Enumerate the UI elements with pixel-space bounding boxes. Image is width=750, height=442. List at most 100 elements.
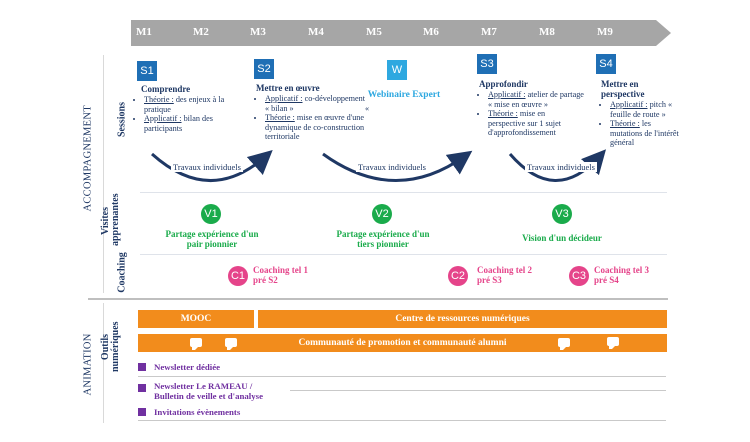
session-item: Applicatif : co-développement « bilan » [265,94,371,113]
visite-badge-v2: V2 [372,204,392,224]
travaux-label: Travaux individuels [356,162,428,172]
session-badge-s2: S2 [254,59,274,79]
row-label-outils: Outils numériques [100,321,121,372]
month-label: M9 [597,26,613,38]
coaching-text-line: pré S4 [594,275,619,285]
chat-bubble-icon [190,338,202,350]
coaching-text: Coaching tel 3 pré S4 [594,265,649,285]
visite-text: Partage expérience d'un tiers pionnier [336,229,430,249]
section-label-accompagnement: ACCOMPAGNEMENT [82,105,94,212]
session-item-text: les mutations de l'intérêt général [610,119,679,148]
month-label: M6 [423,26,439,38]
newsletter-text-line: Bulletin de veille et d'analyse [154,391,263,401]
newsletter-line [290,390,666,391]
newsletter-bullet-icon [138,408,146,416]
travaux-arc-1 [150,150,273,182]
timeline-arrow-shape [131,20,671,46]
coaching-badge-c2: C2 [448,266,468,286]
session-badge-s4: S4 [596,54,616,74]
travaux-label: Travaux individuels [525,162,597,172]
session-item: Théorie : des enjeux à la pratique [144,95,235,114]
section-label-animation: ANIMATION [82,333,94,396]
coaching-text: Coaching tel 2 pré S3 [477,265,532,285]
coaching-text-line: Coaching tel 2 [477,265,532,275]
session-body: Applicatif : co-développement « bilan » … [256,94,371,142]
row-label-coaching: Coaching [116,252,128,293]
session-item-key: Théorie : [610,119,640,129]
row-label-visites: Visites apprenantes [100,193,121,246]
newsletter-line [138,420,666,421]
month-label: M3 [250,26,266,38]
travaux-arc-2 [322,150,473,182]
session-item-key: Applicatif : [610,100,648,109]
session-badge-s3: S3 [477,54,497,74]
month-label: M2 [193,26,209,38]
session-title: Mettre en œuvre [256,83,320,93]
row-label-visites-line: apprenantes [110,193,121,246]
month-label: M1 [136,26,152,38]
session-title: Mettre en perspective [601,79,645,99]
visite-text: Vision d'un décideur [522,233,602,243]
session-body: Applicatif : atelier de partage « mise e… [479,90,584,138]
session-item-text: bilan des participants [144,114,213,133]
month-label: M4 [308,26,324,38]
coaching-text-line: pré S3 [477,275,502,285]
session-item: Applicatif : bilan des participants [144,114,235,133]
chat-bubble-icon [225,338,237,350]
session-item-text: co-développement « bilan » [265,94,366,113]
newsletter-text: Newsletter Le RAMEAU / Bulletin de veill… [154,381,263,401]
newsletter-line [138,376,666,377]
coaching-text-line: pré S2 [253,275,278,285]
travaux-label: Travaux individuels [171,162,243,172]
session-item: Théorie : les mutations de l'intérêt gén… [610,119,681,148]
session-title-webinaire: Webinaire Expert [367,90,441,100]
communaute-bar: Communauté de promotion et communauté al… [138,334,667,352]
newsletter-text-line: Newsletter Le RAMEAU / [154,381,253,391]
newsletter-text: Newsletter dédiée [154,362,221,372]
session-item-text: mise en perspective sur 1 sujet d'approf… [488,109,561,138]
session-item-key: Applicatif : [488,90,526,99]
row-label-sessions: Sessions [116,102,128,138]
session-item-key: Théorie : [488,109,518,119]
session-badge-webinaire: W [387,60,407,80]
session-body: Théorie : des enjeux à la pratique Appli… [135,95,235,133]
month-label: M7 [481,26,497,38]
session-title: Comprendre [141,84,191,94]
session-title: Approfondir [479,79,528,89]
coaching-badge-c1: C1 [228,266,248,286]
month-label: M5 [366,26,382,38]
visite-badge-v1: V1 [201,204,221,224]
session-item-key: Théorie : [144,95,174,104]
session-item: Applicatif : atelier de partage « mise e… [488,90,584,109]
coaching-text: Coaching tel 1 pré S2 [253,265,308,285]
coaching-text-line: Coaching tel 1 [253,265,308,275]
session-item-text: atelier de partage « mise en œuvre » [488,90,584,109]
session-item-text: pitch « feuille de route » [610,100,673,119]
newsletter-bullet-icon [138,363,146,371]
session-item: Théorie : mise en œuvre d'une dynamique … [265,113,371,142]
session-item-text: mise en œuvre d'une dynamique de co-cons… [265,113,365,142]
row-label-outils-line: numériques [110,321,121,372]
coaching-text-line: Coaching tel 3 [594,265,649,275]
vertical-separator [103,55,104,293]
newsletter-text: Invitations évènements [154,407,241,417]
session-item: Applicatif : pitch « feuille de route » [610,100,681,119]
chat-bubble-icon [558,338,570,350]
session-body: Applicatif : pitch « feuille de route » … [601,100,681,148]
session-item-text: des enjeux à la pratique [144,95,225,114]
session-badge-s1: S1 [137,61,157,81]
chat-bubble-icon [607,337,619,349]
vertical-separator [103,303,104,423]
newsletter-bullet-icon [138,384,146,392]
section-separator [88,298,668,300]
month-label: M8 [539,26,555,38]
centre-ressources-bar: Centre de ressources numériques [258,310,667,328]
session-item: Théorie : mise en perspective sur 1 suje… [488,109,584,138]
session-item-key: Applicatif : [265,94,303,103]
visite-badge-v3: V3 [552,204,572,224]
mooc-bar: MOOC [138,310,254,328]
quote-mark: « [365,104,370,113]
coaching-badge-c3: C3 [569,266,589,286]
visite-text: Partage expérience d'un pair pionnier [165,229,259,249]
session-item-key: Applicatif : [144,114,182,124]
